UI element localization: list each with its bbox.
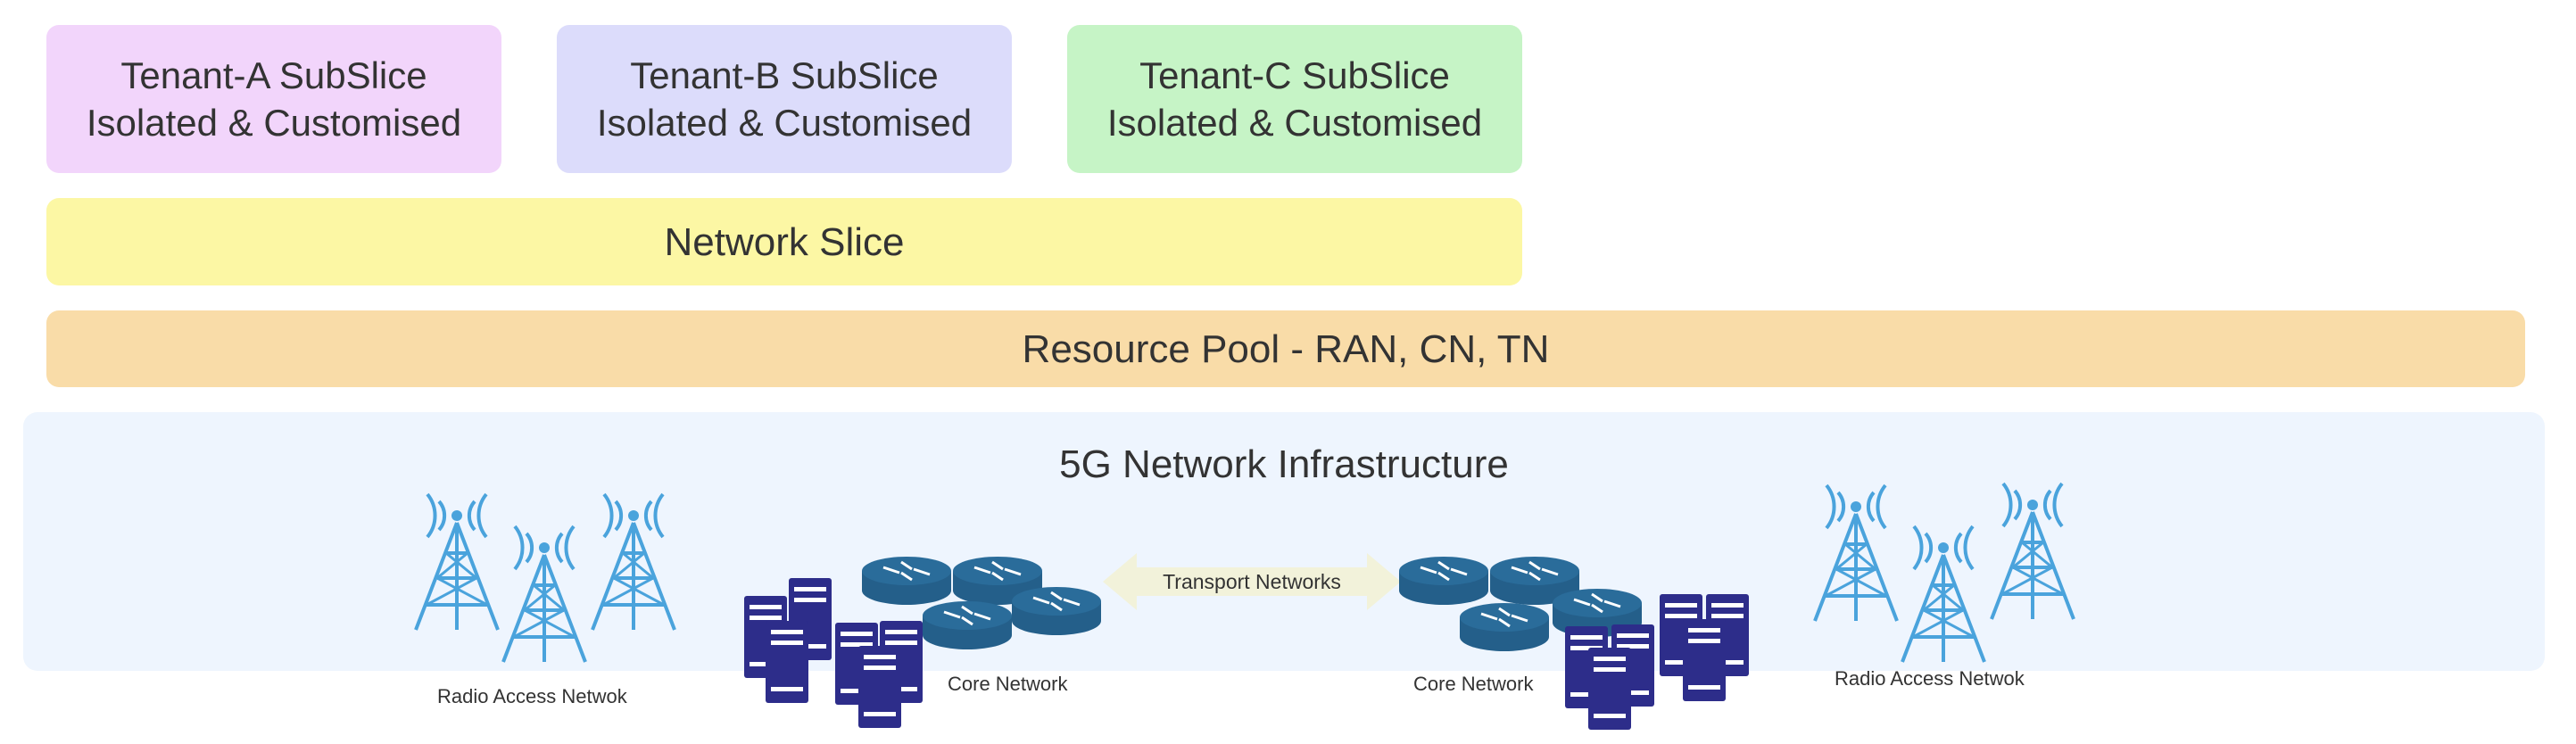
router-icon	[1010, 585, 1103, 637]
tenant-a-subtitle: Isolated & Customised	[86, 102, 462, 144]
tenant-b-subslice-box: Tenant-B SubSlice Isolated & Customised	[557, 25, 1012, 173]
left-core-network-label: Core Network	[948, 673, 1068, 695]
server-icon	[1588, 648, 1631, 730]
router-icon	[1458, 601, 1551, 653]
cell-tower-icon	[591, 492, 676, 632]
left-radio-access-network-label: Radio Access Netwok	[437, 685, 627, 707]
right-radio-access-network-label: Radio Access Netwok	[1835, 667, 2025, 690]
transport-arrow	[1103, 553, 1401, 610]
network-slice-label: Network Slice	[664, 219, 905, 264]
transport-network-label: Transport Networks	[1163, 570, 1341, 593]
network-slice-layer: Network Slice	[46, 198, 1522, 285]
cell-tower-icon	[1990, 482, 2075, 621]
server-icon	[766, 621, 808, 703]
cell-tower-icon	[1901, 525, 1986, 664]
tenant-c-title: Tenant-C SubSlice	[1139, 54, 1450, 96]
tenant-a-subslice-box: Tenant-A SubSlice Isolated & Customised	[46, 25, 501, 173]
tenant-c-subslice-box: Tenant-C SubSlice Isolated & Customised	[1067, 25, 1522, 173]
server-icon	[858, 646, 901, 728]
tenant-a-title: Tenant-A SubSlice	[120, 54, 427, 96]
infrastructure-panel: 5G Network Infrastructure	[23, 412, 2545, 671]
cell-tower-icon	[1813, 484, 1899, 623]
resource-pool-layer: Resource Pool - RAN, CN, TN	[46, 310, 2525, 387]
tenant-c-subtitle: Isolated & Customised	[1106, 102, 1483, 144]
router-icon	[860, 555, 953, 607]
tenant-b-title: Tenant-B SubSlice	[630, 54, 939, 96]
resource-pool-label: Resource Pool - RAN, CN, TN	[1022, 327, 1550, 371]
cell-tower-icon	[501, 525, 587, 664]
infrastructure-title: 5G Network Infrastructure	[1059, 442, 1509, 486]
right-core-network-label: Core Network	[1413, 673, 1534, 695]
tenant-b-subtitle: Isolated & Customised	[596, 102, 973, 144]
router-icon	[1397, 555, 1490, 607]
cell-tower-icon	[414, 492, 500, 632]
router-icon	[921, 599, 1014, 651]
server-icon	[1683, 619, 1726, 701]
